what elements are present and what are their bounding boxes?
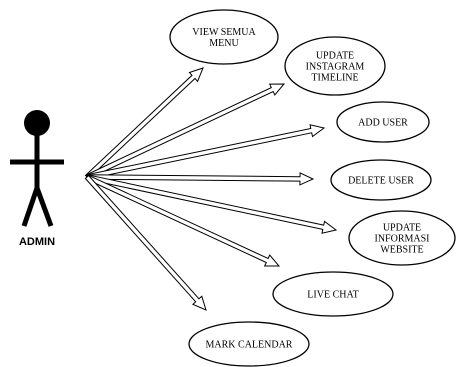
association-arrow-view-semua-menu bbox=[84, 67, 204, 180]
association-arrow-live-chat bbox=[85, 174, 281, 267]
association-arrow-mark-calendar bbox=[84, 174, 207, 311]
use-case-label: INFORMASI bbox=[374, 234, 429, 245]
use-case-label: UPDATE bbox=[383, 223, 421, 234]
association-arrow-delete-user bbox=[86, 172, 315, 186]
use-case-ellipse bbox=[284, 36, 386, 96]
use-case-ellipse bbox=[272, 271, 394, 317]
use-case-label: INSTAGRAM bbox=[306, 62, 365, 73]
actor-label: ADMIN bbox=[19, 236, 55, 248]
use-case-live-chat: LIVE CHAT bbox=[272, 271, 394, 317]
use-case-mark-calendar: MARK CALENDAR bbox=[188, 321, 310, 367]
association-arrow-add-user bbox=[86, 124, 326, 180]
use-case-ellipse bbox=[169, 9, 279, 65]
association-arrow-update-instagram-timeline bbox=[85, 83, 286, 180]
use-case-ellipse bbox=[188, 321, 310, 367]
stick-figure-icon bbox=[10, 110, 64, 227]
use-case-ellipse bbox=[336, 101, 430, 143]
use-case-label: ADD USER bbox=[358, 118, 408, 129]
use-case-ellipse bbox=[348, 210, 456, 266]
use-case-label: LIVE CHAT bbox=[307, 290, 358, 301]
use-case-label: UPDATE bbox=[316, 51, 354, 62]
use-case-delete-user: DELETE USER bbox=[330, 159, 432, 201]
use-case-label: MARK CALENDAR bbox=[206, 340, 293, 351]
use-case-label: WEBSITE bbox=[380, 245, 423, 256]
association-arrows bbox=[84, 67, 338, 311]
use-case-label: MENU bbox=[209, 38, 239, 49]
use-case-ellipse bbox=[330, 159, 432, 201]
use-cases: VIEW SEMUAMENUUPDATEINSTAGRAMTIMELINEADD… bbox=[169, 9, 456, 367]
use-case-label: TIMELINE bbox=[311, 73, 358, 84]
use-case-label: DELETE USER bbox=[348, 176, 414, 187]
use-case-label: VIEW SEMUA bbox=[192, 27, 256, 38]
actor-admin: ADMIN bbox=[10, 110, 64, 248]
association-arrow-update-informasi-website bbox=[85, 174, 338, 234]
use-case-add-user: ADD USER bbox=[336, 101, 430, 143]
